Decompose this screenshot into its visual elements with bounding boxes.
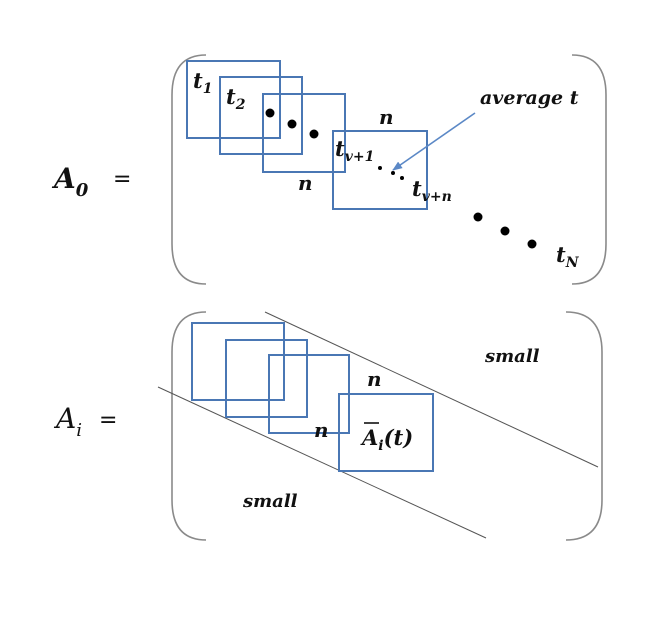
n-label-bottom-top: n	[367, 367, 382, 391]
bottom-left-bracket	[171, 311, 207, 541]
bottom-matrix: Ai = small small n n Ai(t)	[53, 311, 603, 541]
diagonal-dot	[473, 212, 483, 222]
t2-label: t2	[226, 84, 246, 113]
average-arrow	[392, 112, 476, 171]
bottom-right-bracket	[565, 311, 603, 541]
small-label-top: small	[484, 346, 540, 367]
window-box-3	[262, 93, 346, 173]
abar-label: Ai(t)	[360, 425, 413, 454]
tN-label: tN	[556, 242, 580, 271]
ai-label: Ai	[53, 402, 82, 441]
a0-label: A0	[51, 162, 89, 201]
window-dot	[378, 166, 382, 170]
n-label-left: n	[298, 171, 313, 195]
tvn-label: tv+n	[412, 176, 452, 205]
window-box-1	[186, 60, 281, 139]
band-box-2	[225, 339, 308, 418]
band-upper-line	[264, 311, 599, 468]
n-label-bottom-left: n	[314, 418, 329, 442]
diagonal-dot	[500, 226, 510, 236]
average-t-label: average t	[480, 87, 579, 109]
t1-label: t1	[193, 68, 212, 97]
band-lower-line	[157, 386, 487, 539]
n-label-top: n	[379, 105, 394, 129]
window-dot	[391, 171, 395, 175]
diagonal-dot	[287, 119, 297, 129]
band-box-4	[338, 393, 434, 472]
band-box-3	[268, 354, 350, 434]
diagonal-dot	[265, 108, 275, 118]
top-left-bracket	[171, 54, 207, 285]
window-box-2	[219, 76, 303, 155]
ai-equals: =	[99, 408, 117, 433]
diagonal-dot	[527, 239, 537, 249]
band-box-1	[191, 322, 285, 401]
small-label-bottom: small	[242, 491, 298, 512]
window-dot	[400, 176, 404, 180]
window-box-4	[332, 130, 428, 210]
top-right-bracket	[571, 54, 607, 285]
top-matrix: A0 = t1 t2 n n tv+1	[51, 54, 607, 285]
diagonal-dot	[309, 129, 319, 139]
a0-equals: =	[113, 167, 131, 192]
tv1-label: tv+1	[335, 136, 374, 165]
